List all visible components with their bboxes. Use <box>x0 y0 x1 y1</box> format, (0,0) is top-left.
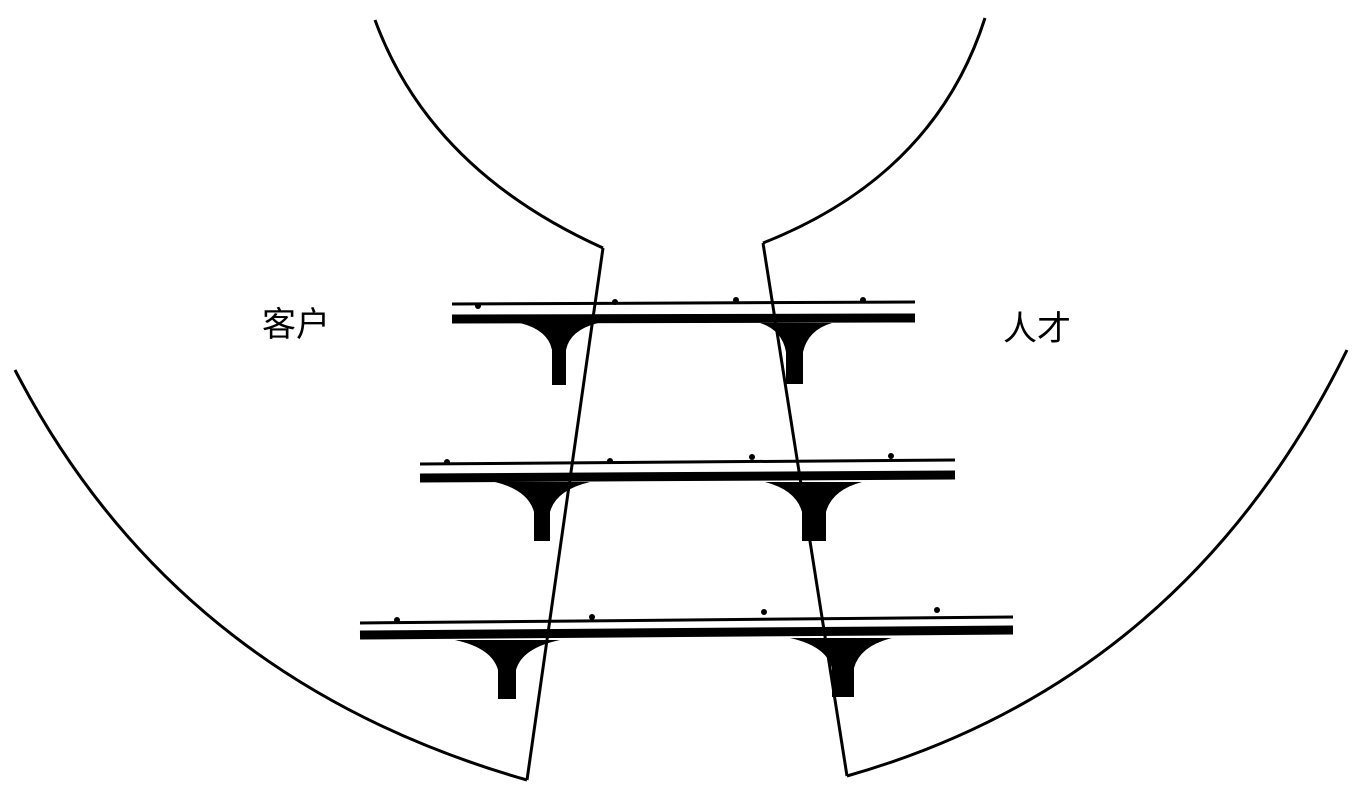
left-region-label: 客户 <box>262 305 330 345</box>
left-funnel-side <box>525 247 605 781</box>
bridge-top <box>451 297 916 385</box>
right-upper-curve <box>762 17 987 245</box>
left-lower-curve <box>13 369 528 782</box>
left-upper-curve <box>373 19 604 250</box>
bridge-middle <box>419 453 956 541</box>
right-region-label: 人才 <box>1003 309 1071 349</box>
bridge-bottom <box>359 607 1014 699</box>
right-lower-curve <box>846 349 1349 778</box>
